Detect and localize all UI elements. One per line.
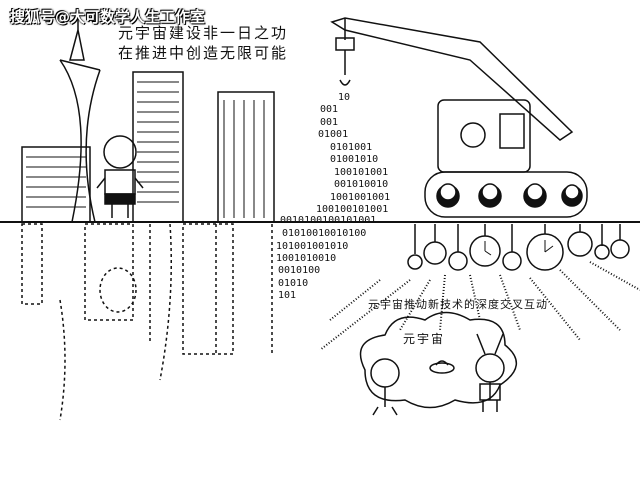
hanging-clocks — [407, 224, 630, 271]
binary-line: 101001001010 — [276, 241, 349, 252]
binary-line: 0010100100101001 — [280, 215, 377, 226]
tower — [59, 8, 101, 223]
binary-line: 100101001 — [334, 167, 389, 178]
caption-line-2: 在推进中创造无限可能 — [118, 44, 289, 62]
binary-line: 1001010010 — [276, 253, 337, 264]
cloud — [359, 311, 517, 409]
binary-rays — [319, 261, 640, 351]
binary-line: 10 — [338, 92, 351, 103]
reflection — [21, 223, 273, 421]
cloud-figures — [370, 333, 505, 416]
binary-line: 101 — [278, 290, 297, 301]
binary-line: 001010010 — [334, 179, 389, 190]
binary-line: 001 — [320, 117, 339, 128]
bottom-caption: 元宇宙推动新技术的深度交叉互动 — [368, 298, 548, 311]
binary-line: 0101001 — [330, 142, 373, 153]
crane — [330, 17, 588, 218]
binary-line: 100100101001 — [316, 204, 389, 215]
binary-line: 01001 — [318, 129, 349, 140]
caption-line-1: 元宇宙建设非一日之功 — [118, 24, 289, 42]
binary-line: 01010010010100 — [282, 228, 367, 239]
person-figure — [96, 135, 144, 218]
binary-line: 01010 — [278, 278, 309, 289]
buildings — [21, 71, 275, 223]
binary-line: 1001001001 — [330, 192, 391, 203]
watermark: 搜狐号@大可数学人生工作室 — [10, 8, 206, 26]
binary-line: 0010100 — [278, 265, 321, 276]
binary-line: 001 — [320, 104, 339, 115]
binary-line: 01001010 — [330, 154, 379, 165]
cloud-label: 元宇宙 — [403, 332, 446, 346]
